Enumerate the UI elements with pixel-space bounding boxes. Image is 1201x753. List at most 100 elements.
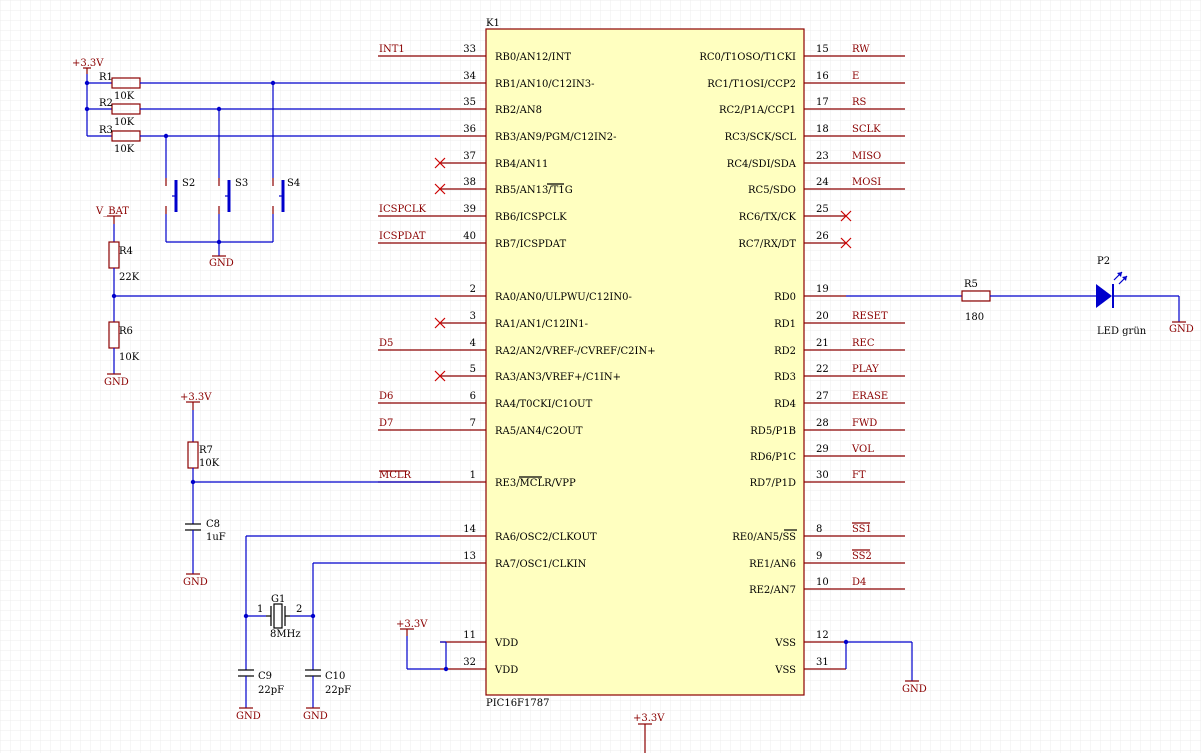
pin-name: RD4 xyxy=(774,399,796,410)
pin-name: RC4/SDI/SDA xyxy=(727,159,797,170)
oscillator-circuit[interactable]: G1 1 2 8MHz C9 22pF GND C10 22pF GND xyxy=(236,535,440,722)
pin-name: RD0 xyxy=(774,292,796,303)
net-label: FWD xyxy=(852,418,877,429)
net-label: VOL xyxy=(851,444,874,455)
junction xyxy=(216,239,222,245)
c8-value: 1uF xyxy=(206,532,226,543)
pin-number: 17 xyxy=(816,97,829,108)
pin-name: RE1/AN6 xyxy=(749,559,796,570)
pin-number: 29 xyxy=(816,444,829,455)
pin-name: RC1/T1OSI/CCP2 xyxy=(707,79,796,90)
led-ref: P2 xyxy=(1097,256,1110,267)
pin-number: 26 xyxy=(816,231,829,242)
no-connect-marker xyxy=(434,370,446,382)
reset-network[interactable]: +3.3V R7 10K C8 1uF GND xyxy=(180,392,440,588)
r4-ref: R4 xyxy=(119,246,133,257)
pin-name: RB0/AN12/INT xyxy=(495,52,571,63)
pin-number: 16 xyxy=(816,71,829,82)
pin-number: 2 xyxy=(470,284,476,295)
pin-name: RE0/AN5/SS xyxy=(732,532,796,543)
pin-number: 12 xyxy=(816,630,829,641)
pin-name: RA0/AN0/ULPWU/C12IN0- xyxy=(495,292,632,303)
pin-name: RB5/AN13/T1G xyxy=(495,185,573,196)
switch-s4[interactable]: S4 xyxy=(272,178,300,214)
pullup-network[interactable]: +3.3V R1 10K R2 10K R3 10K xyxy=(72,58,440,155)
pin-number: 18 xyxy=(816,124,829,135)
pin-number: 34 xyxy=(463,71,476,82)
ic-k1[interactable]: K1 PIC16F1787 33RB0/AN12/INTINT134RB1/AN… xyxy=(378,18,905,709)
pin-name: RA4/T0CKI/C1OUT xyxy=(495,399,593,410)
gnd-label-switches: GND xyxy=(209,258,234,269)
r1-ref: R1 xyxy=(99,72,113,83)
pin-number: 6 xyxy=(470,391,476,402)
crystal-g1[interactable] xyxy=(266,603,290,629)
pin-number: 11 xyxy=(463,630,476,641)
pin-name: RB3/AN9/PGM/C12IN2- xyxy=(495,132,616,143)
battery-divider[interactable]: V_BAT R4 22K R6 10K GND xyxy=(95,206,440,388)
net-label: D7 xyxy=(379,418,393,429)
vss-ground[interactable]: GND xyxy=(843,639,927,695)
pin-name: RE2/AN7 xyxy=(749,585,796,596)
junction xyxy=(843,639,849,645)
g1-value: 8MHz xyxy=(270,629,301,640)
r1-value: 10K xyxy=(114,91,135,102)
r5-value: 180 xyxy=(965,312,984,323)
led-output[interactable]: R5 180 P2 LED grün GND xyxy=(846,256,1194,337)
pin-number: 22 xyxy=(816,364,829,375)
pushbutton-group[interactable]: S2 S3 S4 GND xyxy=(165,83,300,269)
net-label: SCLK xyxy=(852,124,881,135)
vdd-supply[interactable]: +3.3V xyxy=(396,619,449,672)
pin-number: 23 xyxy=(816,151,829,162)
pin-name: RB6/ICSPCLK xyxy=(495,212,567,223)
pin-number: 1 xyxy=(470,470,476,481)
pin-number: 3 xyxy=(470,311,476,322)
c10-ref: C10 xyxy=(325,671,345,682)
ic-designator: K1 xyxy=(486,18,500,29)
switch-s2[interactable]: S2 xyxy=(165,178,195,214)
pin-name: RA1/AN1/C12IN1- xyxy=(495,319,588,330)
led-p2[interactable] xyxy=(1096,271,1128,308)
pin-name: RC7/RX/DT xyxy=(738,239,796,250)
switch-s3[interactable]: S3 xyxy=(218,178,248,214)
net-label: REC xyxy=(852,338,875,349)
